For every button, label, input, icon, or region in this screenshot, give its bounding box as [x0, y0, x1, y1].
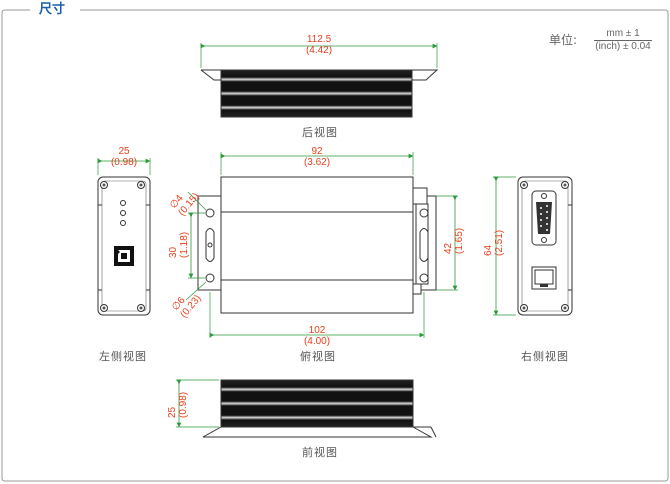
top-base-dim: 102 (4.00)	[292, 325, 342, 347]
top-view-caption: 俯视图	[300, 350, 336, 363]
left-width-mm: 25	[118, 146, 130, 157]
top-view	[185, 152, 458, 338]
left-side-view	[97, 158, 151, 316]
hole-spacing-dim: 30 (1.18)	[168, 232, 190, 258]
front-view-caption: 前视图	[302, 446, 338, 459]
page-border	[1, 9, 669, 482]
hole-spacing-mm: 30	[168, 246, 179, 258]
front-view	[176, 379, 437, 438]
front-height-dim: 25 (0.98)	[167, 392, 189, 418]
front-height-in: (0.98)	[178, 391, 189, 418]
hole-spacing-in: (1.18)	[179, 231, 190, 258]
rear-view-caption: 后视图	[302, 126, 338, 139]
right-height-dim: 64 (2.51)	[483, 230, 505, 256]
top-base-mm: 102	[308, 325, 326, 336]
rear-width-dim: 112.5 (4.42)	[294, 34, 344, 56]
right-view-caption: 右侧视图	[521, 350, 569, 363]
left-view-caption: 左侧视图	[99, 350, 147, 363]
unit-tolerance: mm ± 1 (inch) ± 0.04	[580, 28, 666, 52]
top-base-in: (4.00)	[303, 336, 331, 347]
rear-view	[200, 43, 439, 118]
left-width-in: (0.98)	[110, 157, 138, 168]
height-42-in: (1.65)	[454, 227, 465, 254]
right-height-mm: 64	[483, 244, 494, 256]
rear-width-in: (4.42)	[305, 45, 333, 56]
top-width-dim: 92 (3.62)	[292, 146, 342, 168]
unit-denominator: (inch) ± 0.04	[595, 41, 651, 52]
front-height-mm: 25	[167, 406, 178, 418]
top-width-in: (3.62)	[303, 157, 331, 168]
left-width-dim: 25 (0.98)	[99, 146, 149, 168]
right-side-view	[493, 176, 573, 316]
rear-width-mm: 112.5	[306, 34, 332, 45]
height-42-dim: 42 (1.65)	[443, 228, 465, 254]
unit-label: 单位:	[549, 33, 578, 47]
unit-numerator: mm ± 1	[594, 28, 652, 41]
top-width-mm: 92	[311, 146, 323, 157]
height-42-mm: 42	[443, 242, 454, 254]
right-height-in: (2.51)	[494, 229, 505, 256]
section-title: 尺寸	[36, 0, 69, 17]
